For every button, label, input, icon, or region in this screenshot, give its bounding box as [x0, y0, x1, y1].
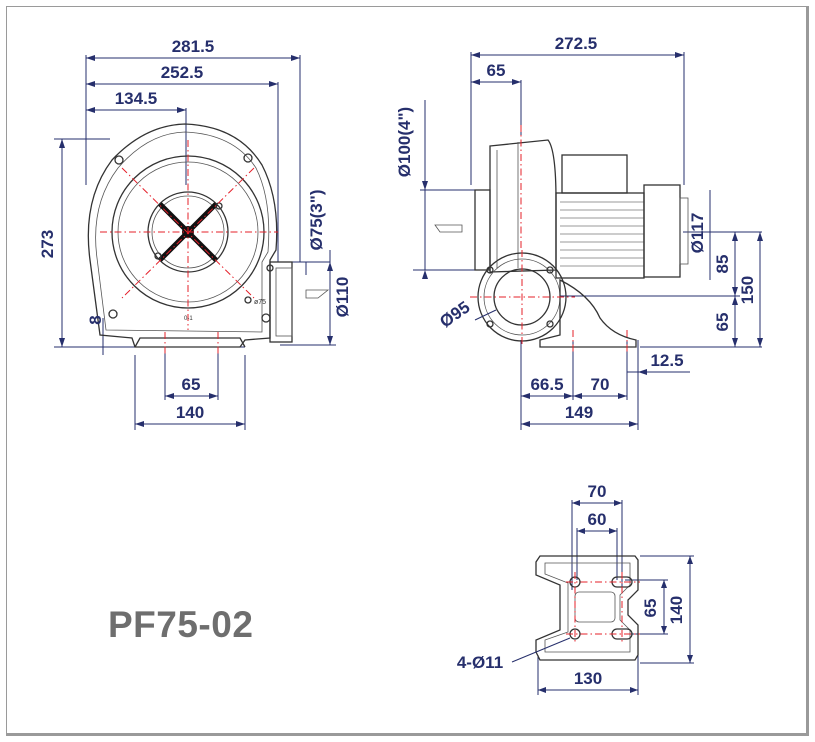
- dim-motor-diameter: Ø117: [688, 213, 707, 254]
- dim-length-overall: 272.5: [555, 34, 598, 53]
- base-view: 70 60 65 140 130 4-Ø11: [457, 482, 694, 695]
- dim-base-width: 140: [176, 403, 204, 422]
- drawing-frame: [6, 6, 809, 736]
- dim-base-length-bottom: 130: [574, 669, 602, 688]
- dim-hole-spacing-inner: 60: [588, 510, 607, 529]
- dim-foot-offset: 12.5: [650, 351, 683, 370]
- dim-center-height: 65: [713, 313, 732, 332]
- dim-outlet-flange: Ø110: [333, 277, 352, 318]
- outlet-stamp: ø75: [254, 299, 266, 306]
- dim-base-front: 66.5: [530, 375, 563, 394]
- dim-height: 273: [38, 230, 57, 258]
- dim-width-center: 134.5: [115, 89, 158, 108]
- dim-base-length: 149: [565, 403, 593, 422]
- dim-base-width-bottom: 140: [667, 596, 686, 624]
- dim-base-hole-spacing: 65: [182, 375, 201, 394]
- dim-outlet-diameter: Ø75(3"): [307, 190, 326, 251]
- dim-outlet-diameter-side: Ø95: [436, 297, 473, 331]
- dim-width-body: 252.5: [161, 63, 204, 82]
- dim-inlet-diameter: Ø100(4"): [395, 107, 414, 177]
- dim-motor-height-upper: 85: [713, 255, 732, 274]
- dim-hole-spacing-outer: 70: [588, 482, 607, 501]
- dim-hole-spacing-side: 65: [641, 599, 660, 618]
- front-view: 281.5 252.5 134.5 273 8 65 140 Ø75(3") Ø…: [38, 37, 352, 430]
- dim-inlet-depth: 65: [487, 61, 506, 80]
- rotation-mark: 0-1: [184, 316, 193, 322]
- side-view: 272.5 65 Ø100(4") Ø95 Ø117 85 150 65 12.…: [395, 34, 763, 430]
- dim-base-offset: 8: [86, 315, 105, 324]
- dim-hole-spacing: 70: [591, 375, 610, 394]
- dim-width-overall: 281.5: [172, 37, 215, 56]
- dim-total-height: 150: [738, 276, 757, 304]
- dim-mounting-holes: 4-Ø11: [457, 653, 503, 672]
- model-title: PF75-02: [108, 604, 254, 645]
